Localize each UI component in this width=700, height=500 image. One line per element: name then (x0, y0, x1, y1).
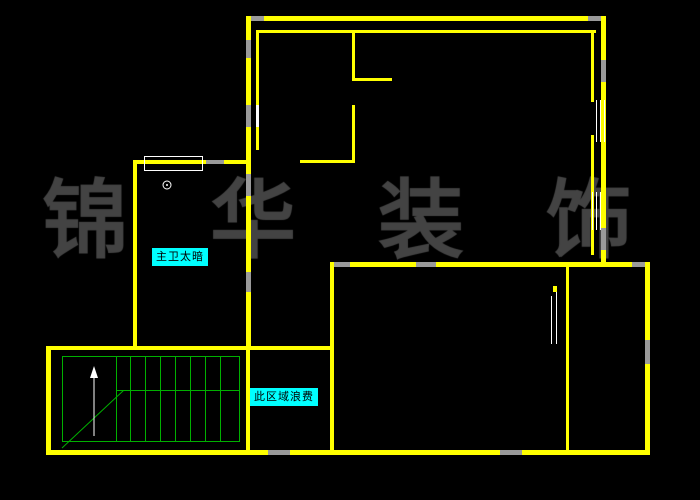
window-hatch-right-5 (596, 192, 597, 230)
stair-tread (175, 391, 176, 441)
wall-node-left-mid (246, 105, 251, 127)
stair-tread (130, 356, 131, 390)
wall-node-bath-right-2 (246, 272, 251, 292)
wall-top-right-inner (591, 30, 594, 102)
stair-tread (175, 356, 176, 390)
wall-node-bottom-2 (500, 450, 522, 455)
stair-tread (145, 356, 146, 390)
stair-tread (145, 391, 146, 441)
stair-tread (220, 391, 221, 441)
wall-node-lower-right (645, 340, 650, 364)
wall-bath-left (133, 160, 137, 350)
wall-stair-right (246, 346, 250, 450)
window-hatch-right-2 (600, 100, 601, 142)
wall-top-left-outer (246, 16, 251, 166)
stair-outline-top (62, 356, 240, 357)
wall-partition-top-middle-h (352, 78, 392, 81)
wall-partition-top-middle (352, 30, 355, 80)
annotation-master-bath-too-dark[interactable]: 主卫太暗 (152, 248, 208, 266)
wall-top-outer (246, 16, 606, 21)
stair-tread (205, 356, 206, 390)
up-arrow-icon (90, 366, 98, 436)
stair-outline-bottom (62, 441, 240, 442)
door-swing-line-2 (551, 296, 552, 344)
bath-counter-top (144, 156, 202, 157)
wall-node-right-lower (601, 228, 606, 250)
wall-bath-top (133, 160, 251, 164)
stair-tread (130, 391, 131, 441)
wall-node-bath-right-1 (246, 174, 251, 196)
stair-tread (160, 356, 161, 390)
wall-node-right-upper (601, 60, 606, 82)
wall-top-inner (256, 30, 596, 33)
wall-node-bottom-1 (268, 450, 290, 455)
wall-stair-left (46, 346, 51, 455)
window-hatch-right-6 (600, 192, 601, 230)
wall-lower-room-left (330, 262, 334, 450)
window-hatch-right-3 (604, 100, 605, 142)
stair-mid-line (116, 390, 240, 391)
stair-tread (220, 356, 221, 390)
wall-bath-right-vertical (246, 166, 251, 346)
wall-left-inner-break (256, 105, 259, 127)
wall-partition-mid-horizontal (300, 160, 355, 163)
circle-fixture-icon (162, 180, 172, 190)
annotation-area-wasted[interactable]: 此区域浪费 (250, 388, 318, 406)
wall-node-top-right (588, 16, 606, 21)
wall-node-lower-top-1 (330, 262, 350, 267)
wall-lower-room-bottom (46, 450, 650, 455)
bath-counter-left (144, 156, 145, 171)
door-swing-line-1 (556, 290, 557, 344)
stair-outline-left (62, 356, 63, 442)
stair-landing-line (116, 356, 117, 442)
wall-top-right-outer (601, 16, 606, 266)
window-hatch-right-4 (592, 192, 593, 230)
stair-tread (190, 391, 191, 441)
wall-node-left-upper (246, 40, 251, 58)
wall-node-lower-top-2 (416, 262, 436, 267)
stair-tread (205, 391, 206, 441)
stair-tread (160, 391, 161, 441)
window-hatch-right-1 (596, 100, 597, 142)
wall-mid-horizontal (246, 346, 334, 350)
wall-door-jamb (553, 286, 557, 292)
stair-diagonal (61, 390, 125, 449)
wall-partition-mid-vertical (352, 105, 355, 163)
wall-node-lower-top-3 (632, 262, 650, 267)
stair-outline-right (239, 356, 240, 442)
watermark: 锦 华 装 饰 (42, 170, 658, 271)
wall-top-left-inner (256, 30, 259, 150)
wall-lower-room-top (330, 262, 650, 267)
wall-lower-room-divider (566, 267, 569, 450)
wall-stair-top (46, 346, 136, 350)
stair-tread (190, 356, 191, 390)
wall-node-top-left (246, 16, 264, 21)
bath-counter-right (202, 156, 203, 171)
bath-counter-bottom (144, 170, 202, 171)
wall-node-bath-top (206, 160, 224, 164)
wall-bath-bottom (133, 346, 273, 350)
